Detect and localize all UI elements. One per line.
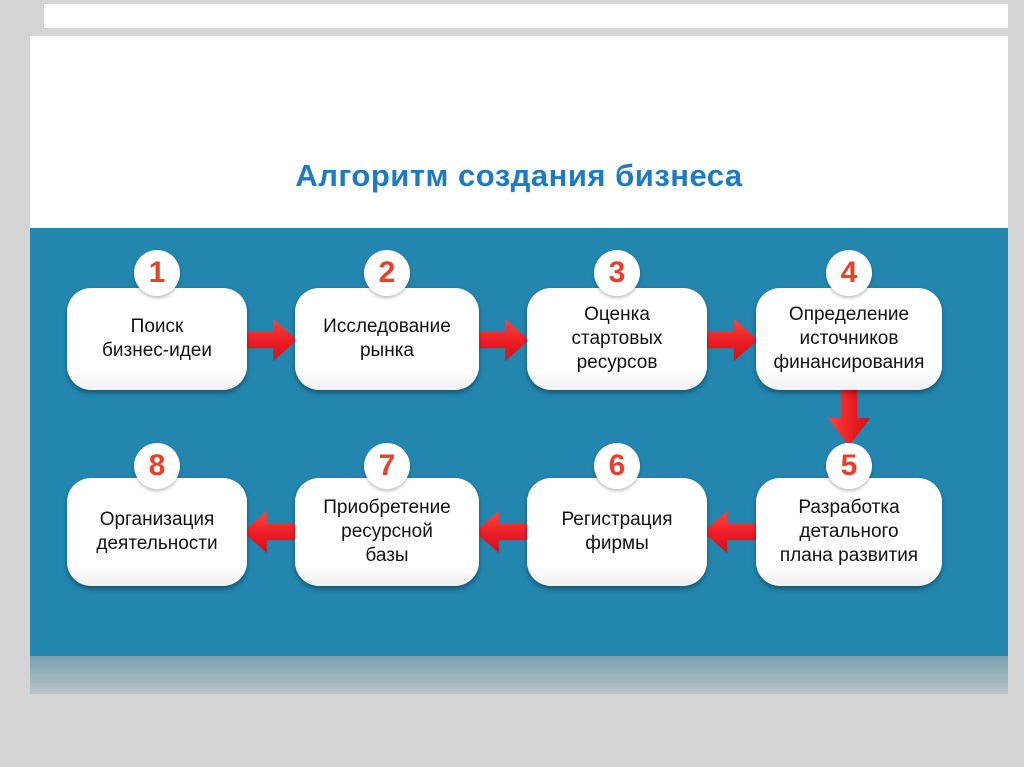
step-number-badge-3: 3 (594, 250, 640, 296)
step-label: Поиск бизнес-идеи (102, 316, 212, 361)
top-strip (44, 4, 1008, 28)
step-label: Приобретение ресурсной базы (323, 497, 451, 566)
step-box-1: Поиск бизнес-идеи (67, 288, 247, 390)
step-number-badge-4: 4 (826, 250, 872, 296)
step-number-badge-5: 5 (826, 443, 872, 489)
step-box-3: Оценка стартовых ресурсов (527, 288, 707, 390)
step-number: 4 (840, 256, 858, 289)
step-number: 7 (378, 449, 396, 482)
step-box-8: Организация деятельности (67, 478, 247, 586)
step-number-badge-7: 7 (364, 443, 410, 489)
step-number-badge-8: 8 (134, 443, 180, 489)
bottom-band (30, 656, 1008, 694)
slide-title: Алгоритм создания бизнеса (295, 158, 743, 193)
step-number: 2 (378, 256, 396, 289)
slide: Алгоритм создания бизнеса Поиск бизнес-и… (30, 36, 1008, 656)
step-label: Определение источников финансирования (773, 304, 925, 373)
step-box-2: Исследование рынка (295, 288, 479, 390)
step-number: 6 (608, 449, 626, 482)
step-number-badge-2: 2 (364, 250, 410, 296)
step-number: 3 (608, 256, 626, 289)
step-box-5: Разработка детального плана развития (756, 478, 942, 586)
step-number-badge-6: 6 (594, 443, 640, 489)
step-number: 5 (840, 449, 858, 482)
step-number: 8 (148, 449, 166, 482)
step-label: Регистрация фирмы (561, 509, 673, 554)
step-label: Разработка детального плана развития (779, 497, 919, 566)
step-number-badge-1: 1 (134, 250, 180, 296)
step-box-7: Приобретение ресурсной базы (295, 478, 479, 586)
step-box-4: Определение источников финансирования (756, 288, 942, 390)
step-label: Оценка стартовых ресурсов (571, 304, 663, 373)
step-box-6: Регистрация фирмы (527, 478, 707, 586)
step-label: Организация деятельности (96, 509, 218, 554)
step-number: 1 (148, 256, 166, 289)
step-label: Исследование рынка (323, 316, 451, 361)
